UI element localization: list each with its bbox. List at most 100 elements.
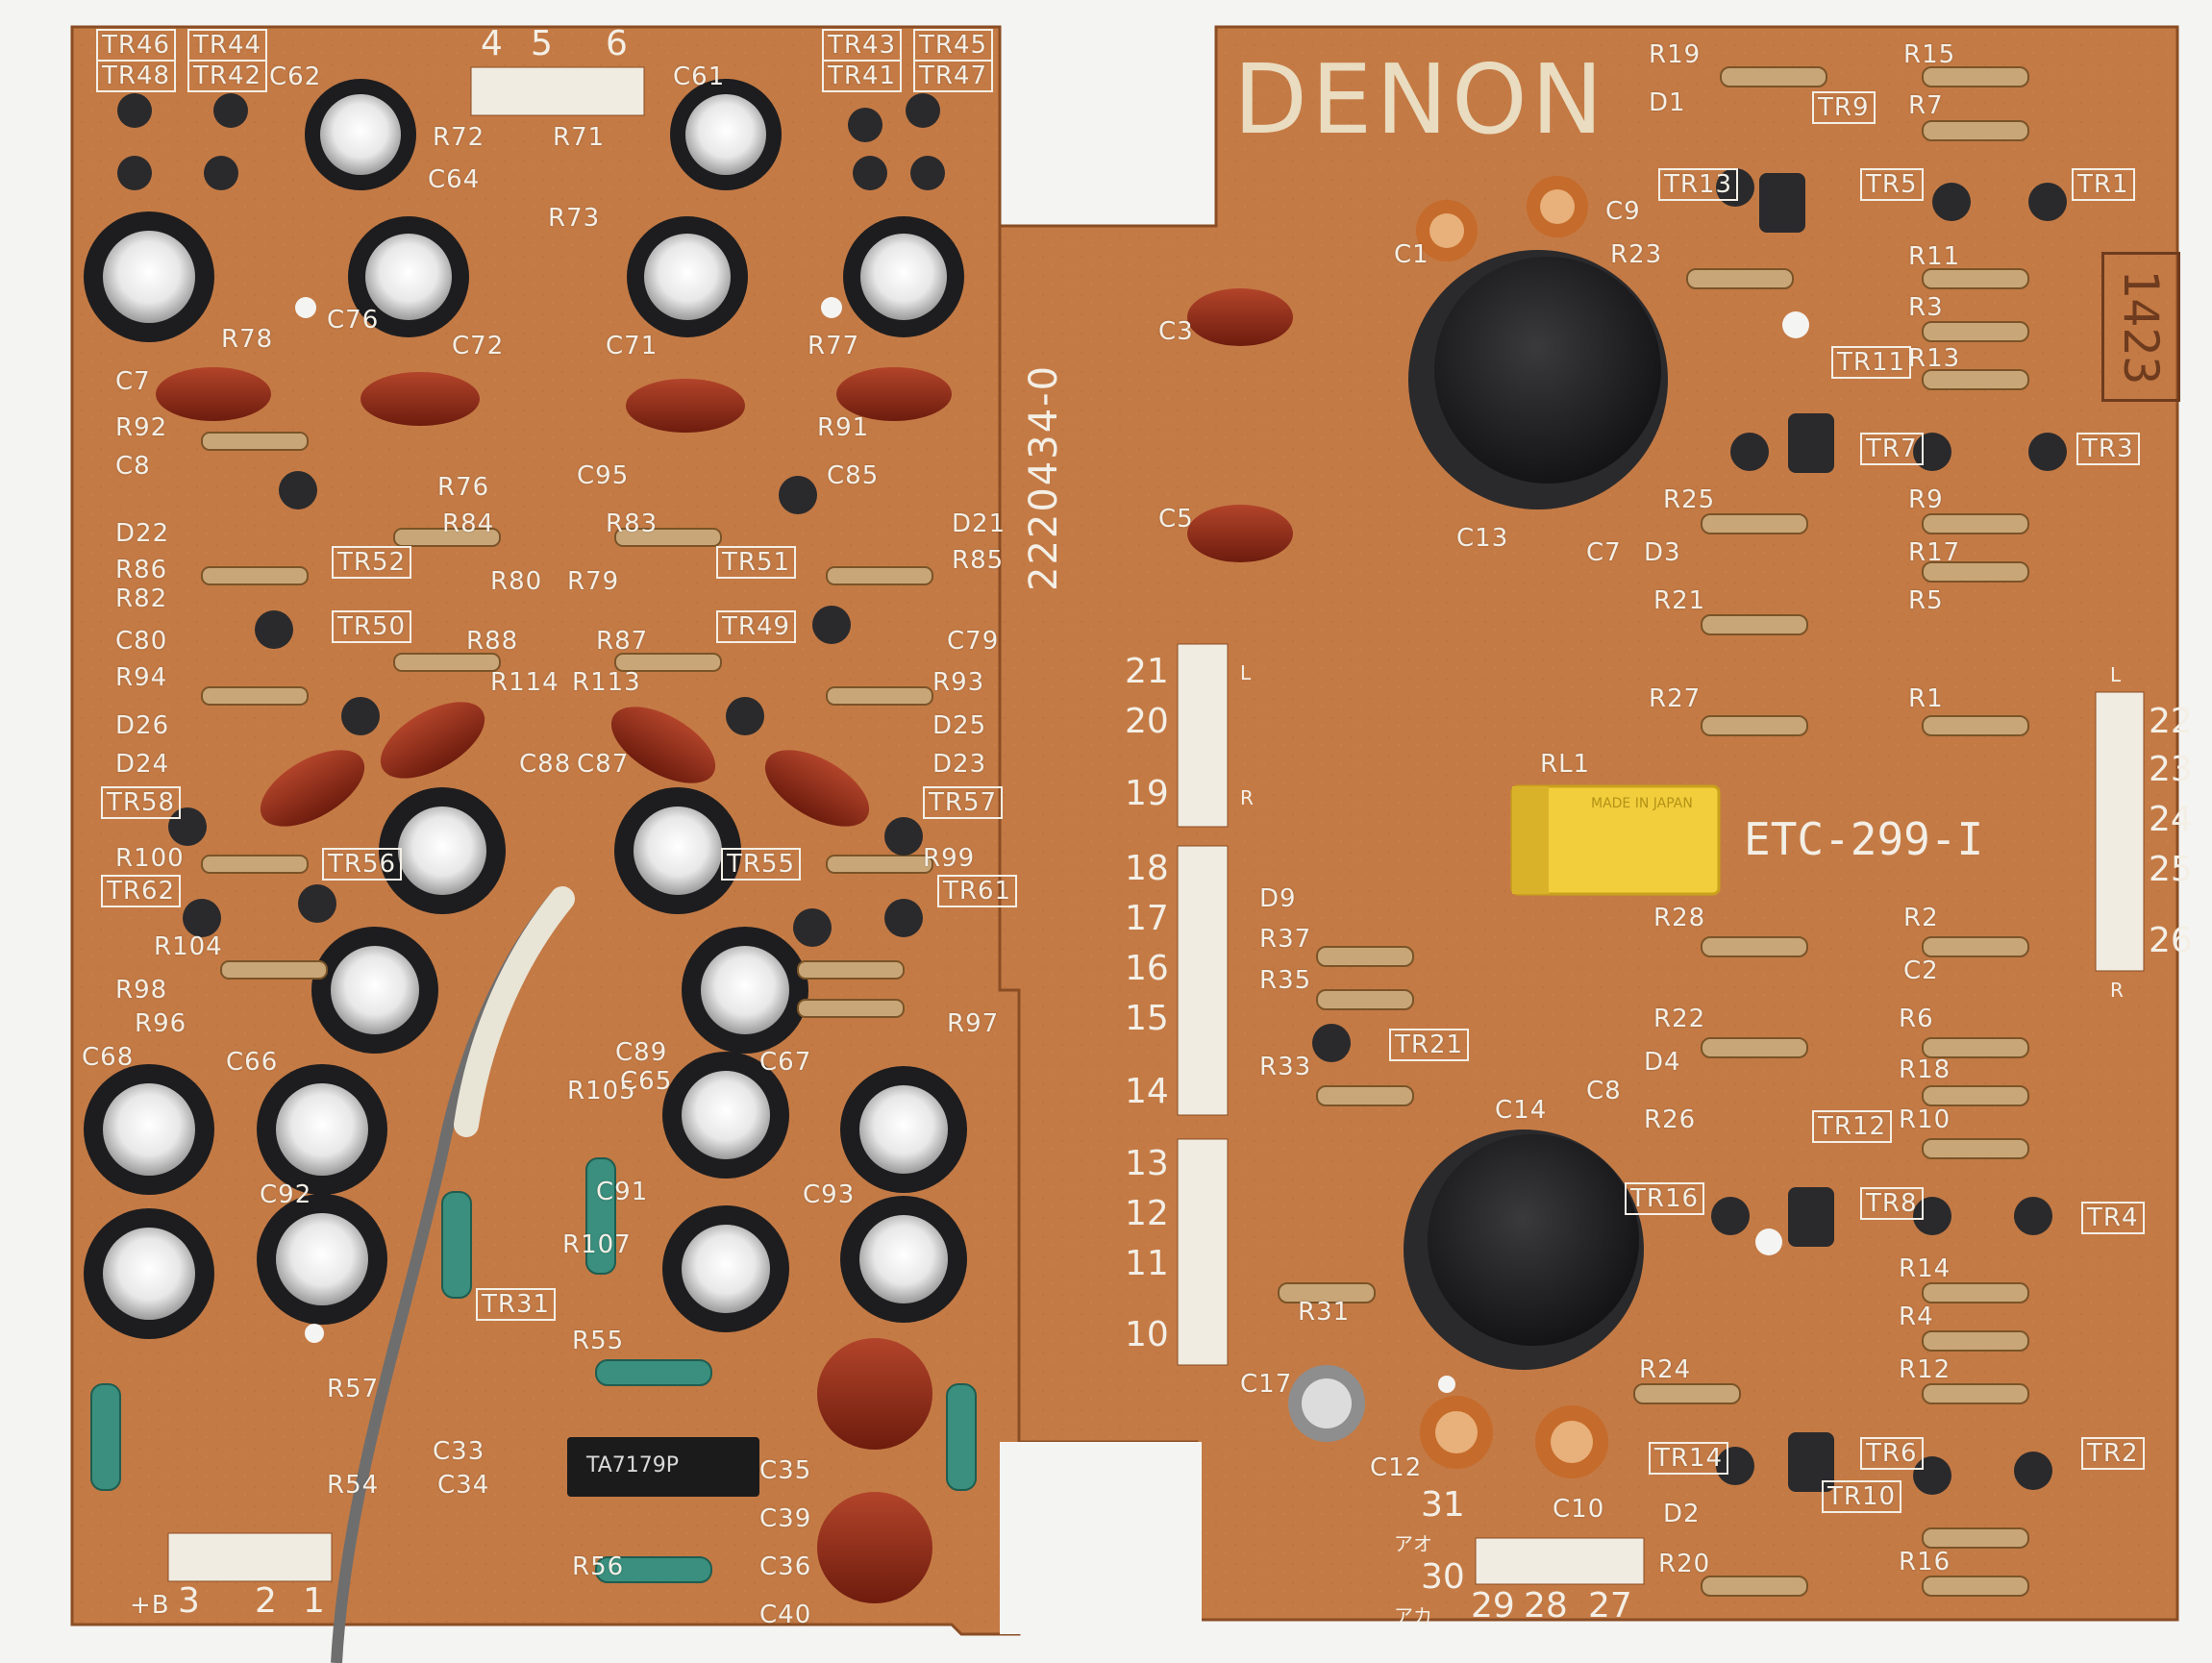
- component-designator: TR51: [716, 546, 797, 579]
- japanese-mark: アオ: [1394, 1532, 1432, 1555]
- component-designator: D25: [932, 711, 987, 740]
- component-designator: R100: [115, 844, 185, 873]
- component-designator: C7: [1586, 538, 1622, 567]
- pin-label: 24: [2149, 800, 2193, 839]
- component-designator: R82: [115, 584, 168, 613]
- pin-label: 17: [1125, 899, 1169, 938]
- component-designator: D2: [1663, 1500, 1701, 1528]
- component-designator: R55: [572, 1327, 625, 1355]
- pin-label: 19: [1125, 774, 1169, 813]
- component-designator: R24: [1639, 1355, 1692, 1384]
- pin-label: 30: [1421, 1557, 1465, 1597]
- component-designator: TR21: [1389, 1029, 1470, 1061]
- component-designator: C10: [1553, 1495, 1605, 1524]
- model-label: ETC-299-I: [1744, 813, 1984, 865]
- component-designator: C76: [327, 306, 380, 335]
- component-designator: C88: [519, 750, 572, 779]
- component-designator: R99: [923, 844, 976, 873]
- film-capacitor: [1187, 288, 1293, 346]
- tr-label: TR41: [822, 60, 903, 92]
- component-designator: R28: [1653, 904, 1706, 932]
- component-designator: R88: [466, 627, 519, 656]
- component-designator: R94: [115, 663, 168, 692]
- green-resistors: [90, 1157, 977, 1583]
- component-designator: R23: [1610, 240, 1663, 269]
- tr-label: TR46: [96, 29, 177, 62]
- pin-label: 25: [2149, 850, 2193, 889]
- component-designator: R5: [1908, 586, 1944, 615]
- pin-label: 5: [531, 24, 553, 63]
- transistors: [117, 93, 2067, 1495]
- component-designator: R83: [606, 509, 659, 538]
- component-designator: TR16: [1625, 1182, 1705, 1215]
- connector-strip: [1177, 845, 1229, 1116]
- pin-label: 20: [1125, 702, 1169, 741]
- component-designator: C79: [947, 627, 1000, 656]
- component-designator: TR4: [2081, 1202, 2145, 1234]
- pin-label: 1: [303, 1581, 325, 1621]
- component-designator: R96: [135, 1009, 187, 1038]
- component-designator: R107: [562, 1230, 632, 1259]
- component-designator: C13: [1456, 524, 1509, 553]
- component-designator: RL1: [1540, 750, 1591, 779]
- component-designator: R57: [327, 1375, 380, 1403]
- component-designator: R16: [1899, 1548, 1951, 1576]
- pin-label: 21: [1125, 652, 1169, 691]
- component-designator: R7: [1908, 91, 1944, 120]
- connector-strip: [470, 66, 645, 116]
- component-designator: TR31: [476, 1288, 557, 1321]
- component-designator: C62: [269, 62, 322, 91]
- pin-label: 12: [1125, 1194, 1169, 1233]
- component-designator: R19: [1649, 40, 1702, 69]
- tr-label: TR48: [96, 60, 177, 92]
- component-designator: TR13: [1658, 168, 1739, 201]
- component-designator: R10: [1899, 1105, 1951, 1134]
- tr-label: TR44: [187, 29, 268, 62]
- pin-label: 11: [1125, 1244, 1169, 1283]
- component-designator: R37: [1259, 925, 1312, 954]
- tr-label: TR45: [913, 29, 994, 62]
- component-designator: TR5: [1860, 168, 1924, 201]
- component-designator: D24: [115, 750, 170, 779]
- component-designator: C12: [1370, 1453, 1423, 1482]
- component-designator: R79: [567, 567, 620, 596]
- component-designator: TR57: [923, 786, 1004, 819]
- component-designator: C36: [759, 1552, 812, 1581]
- component-designator: C17: [1240, 1370, 1293, 1399]
- component-designator: TR58: [101, 786, 182, 819]
- pin-label: 3: [178, 1581, 200, 1621]
- component-designator: TR52: [332, 546, 412, 579]
- component-designator: C2: [1903, 956, 1939, 985]
- component-designator: C61: [673, 62, 726, 91]
- component-designator: TR49: [716, 610, 797, 643]
- component-designator: D26: [115, 711, 170, 740]
- component-designator: R73: [548, 204, 601, 233]
- component-designator: R9: [1908, 485, 1944, 514]
- pin-label: 2: [255, 1581, 277, 1621]
- left-cutout: [1000, 1442, 1202, 1634]
- component-designator: TR7: [1860, 433, 1924, 465]
- pin-label: 27: [1588, 1586, 1632, 1626]
- pin-label: 6: [606, 24, 628, 63]
- component-designator: TR8: [1860, 1187, 1924, 1220]
- component-designator: R87: [596, 627, 649, 656]
- pin-label: 15: [1125, 999, 1169, 1038]
- component-designator: D1: [1649, 88, 1686, 117]
- pin-label: 28: [1524, 1586, 1568, 1626]
- component-designator: TR1: [2072, 168, 2135, 201]
- component-designator: R114: [490, 668, 559, 697]
- component-designator: R21: [1653, 586, 1706, 615]
- small-capacitors-right: [1288, 176, 1608, 1478]
- connector-strip: [1475, 1537, 1645, 1585]
- pin-label: 18: [1125, 849, 1169, 888]
- component-designator: TR55: [721, 848, 802, 881]
- component-designator: R15: [1903, 40, 1956, 69]
- component-designator: D22: [115, 519, 170, 548]
- component-designator: R14: [1899, 1254, 1951, 1283]
- component-designator: R35: [1259, 966, 1312, 995]
- component-designator: R76: [437, 473, 490, 502]
- component-designator: C39: [759, 1504, 812, 1533]
- channel-mark: R: [1240, 786, 1254, 809]
- component-designator: C92: [260, 1180, 312, 1209]
